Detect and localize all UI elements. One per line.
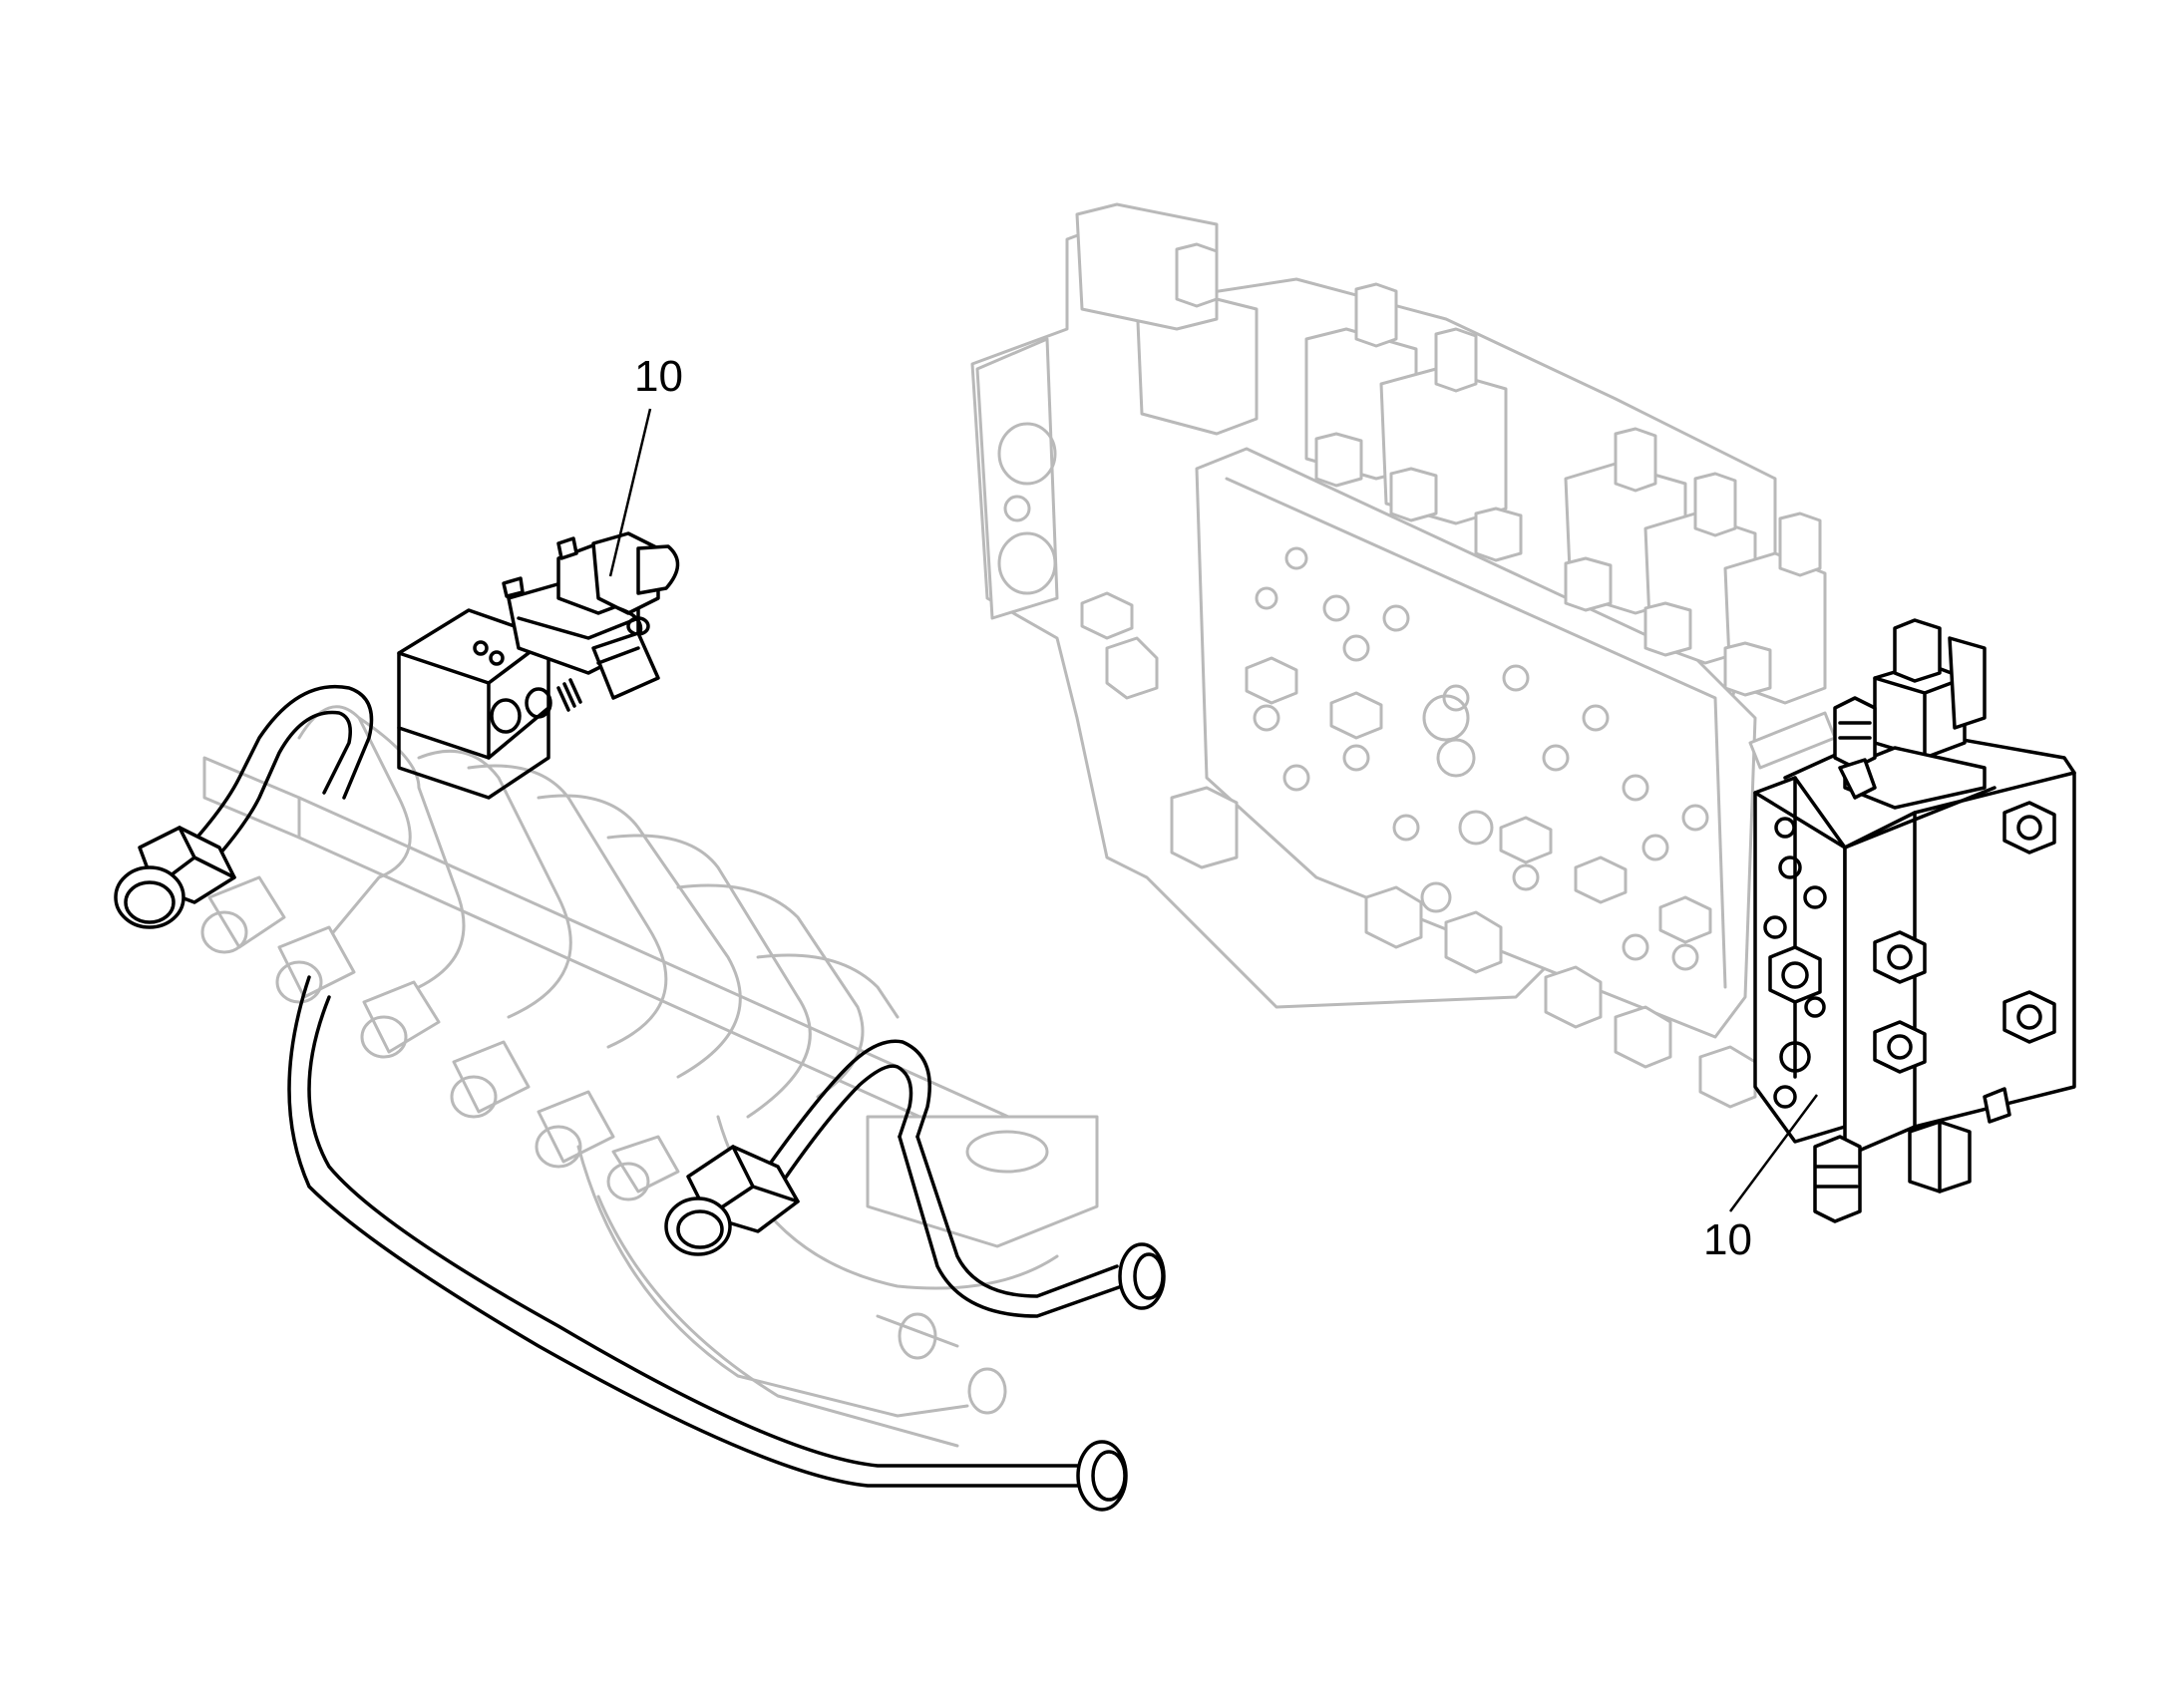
hex-plugs <box>1175 242 1822 697</box>
side-plate-holes <box>1253 546 1709 971</box>
callout-label-part-10-end-valve: 10 <box>1703 1215 1752 1264</box>
side-plate-bolts <box>1080 591 1712 944</box>
faint-fitting-2 <box>275 925 356 1004</box>
faint-fitting-6 <box>606 1135 680 1201</box>
highlighted-hydraulic-pipe <box>114 684 1166 1512</box>
faint-fitting-4 <box>450 1040 531 1119</box>
faint-fitting-1 <box>200 875 286 954</box>
end-section-valve[interactable] <box>1753 618 2076 1223</box>
faint-fitting-5 <box>535 1090 615 1169</box>
callout-label-part-10-solenoid: 10 <box>634 352 683 401</box>
control-valve-context <box>970 202 1837 1109</box>
callout-left-leader <box>608 408 652 577</box>
end-valve-bolts <box>1873 801 2056 1074</box>
solenoid-valve-block <box>397 531 680 800</box>
faint-fitting-3 <box>360 980 441 1059</box>
bottom-fittings <box>1170 786 1757 1109</box>
left-pipe-harness-context <box>200 705 1099 1448</box>
callout-right-leader <box>1728 1094 1819 1212</box>
